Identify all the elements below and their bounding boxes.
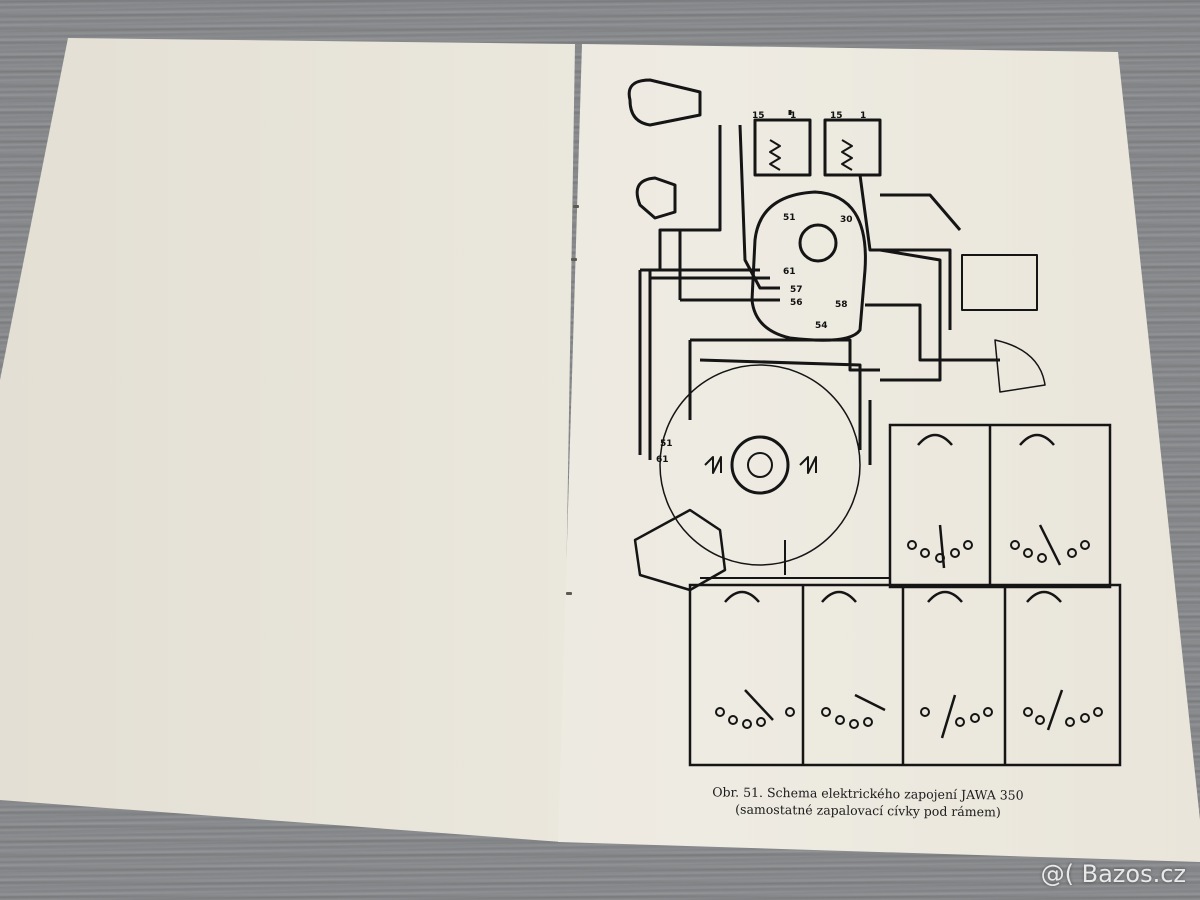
terminal-label: 54 [815, 321, 828, 331]
headlamp [627, 78, 702, 127]
binding-stitch [566, 592, 572, 595]
terminal-label: 51 [783, 213, 796, 223]
binding-stitch [571, 258, 577, 261]
binding-stitch [573, 205, 579, 208]
generator-rotor [730, 435, 790, 495]
regulator [633, 508, 727, 592]
terminal-label: 51 [660, 439, 673, 449]
rear-lamp [994, 339, 1046, 393]
generator-housing [659, 364, 861, 566]
horn [635, 176, 677, 220]
terminal-label: 61 [783, 267, 796, 277]
terminal-label: 56 [790, 298, 803, 308]
terminal-label: 30 [840, 215, 853, 225]
watermark: @( Bazos.cz [1040, 860, 1186, 888]
terminal-label: 15 [830, 111, 843, 121]
switch-panel [750, 190, 867, 342]
terminal-label: 15 [752, 111, 765, 121]
terminal-label: 58 [835, 300, 848, 310]
ignition-coil-right [823, 118, 882, 177]
battery [961, 254, 1038, 311]
ignition-coil-left [753, 118, 812, 177]
switch-position-diagrams [688, 423, 1122, 767]
terminal-label: 1 [790, 111, 796, 121]
terminal-label: 61 [656, 455, 669, 465]
terminal-label: 57 [790, 285, 803, 295]
ammeter [798, 223, 838, 263]
terminal-label: 1 [860, 111, 866, 121]
